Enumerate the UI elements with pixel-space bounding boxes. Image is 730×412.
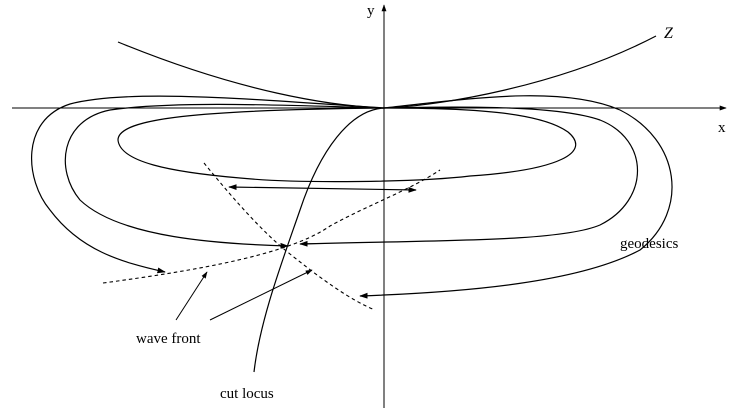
- wave-front-pointer-1: [175, 271, 208, 321]
- inner-loop: [117, 107, 577, 183]
- geodesic-outer-right: [359, 95, 673, 299]
- wave-front-label: wave front: [136, 331, 201, 347]
- geodesic-middle-left: [64, 103, 385, 249]
- x-axis-label: x: [718, 120, 726, 136]
- y-axis-label: y: [367, 3, 375, 19]
- inner-chord-arrow: [228, 184, 417, 193]
- geodesic-middle: [299, 106, 639, 247]
- surface-z-label: Z: [664, 25, 674, 42]
- wave-front-upper: [102, 169, 441, 284]
- cut-locus-curve: [253, 107, 385, 373]
- geodesics-label: geodesics: [620, 236, 678, 252]
- cut-locus-label: cut locus: [220, 386, 274, 402]
- wave-front-lower: [203, 162, 376, 311]
- geodesic-outer-left: [31, 95, 385, 274]
- axes: [12, 4, 727, 408]
- wave-front-pointer-2: [209, 269, 313, 321]
